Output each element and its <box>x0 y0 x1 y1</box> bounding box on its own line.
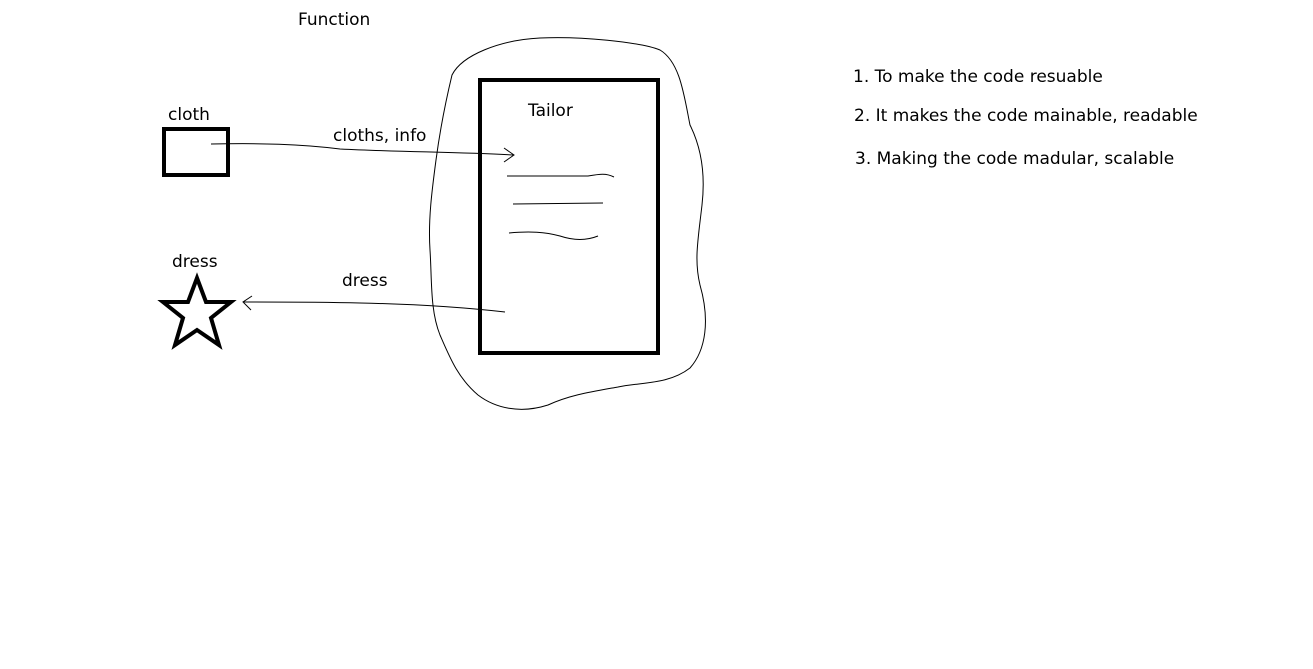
dress-label: dress <box>172 252 218 272</box>
tailor-scribble-3 <box>508 231 599 240</box>
note-item: 1. To make the code resuable <box>853 67 1103 87</box>
input-arrow <box>210 143 514 156</box>
note-item: 3. Making the code madular, scalable <box>855 149 1175 169</box>
diagram-title: Function <box>298 10 371 30</box>
dress-star-icon <box>157 272 237 350</box>
note-item: 2. It makes the code mainable, readable <box>854 106 1198 126</box>
output-arrow-label: dress <box>342 271 388 291</box>
tailor-scribble-2 <box>512 202 604 205</box>
tailor-label: Tailor <box>528 101 573 121</box>
output-arrow <box>243 301 506 313</box>
output-arrowhead <box>242 295 253 311</box>
cloth-label: cloth <box>168 105 210 125</box>
function-scope-blob <box>428 37 706 410</box>
tailor-scribble-1 <box>507 173 615 178</box>
cloth-box <box>162 127 230 177</box>
tailor-box <box>478 78 660 355</box>
input-arrow-label: cloths, info <box>333 126 427 146</box>
input-arrowhead <box>503 147 515 163</box>
